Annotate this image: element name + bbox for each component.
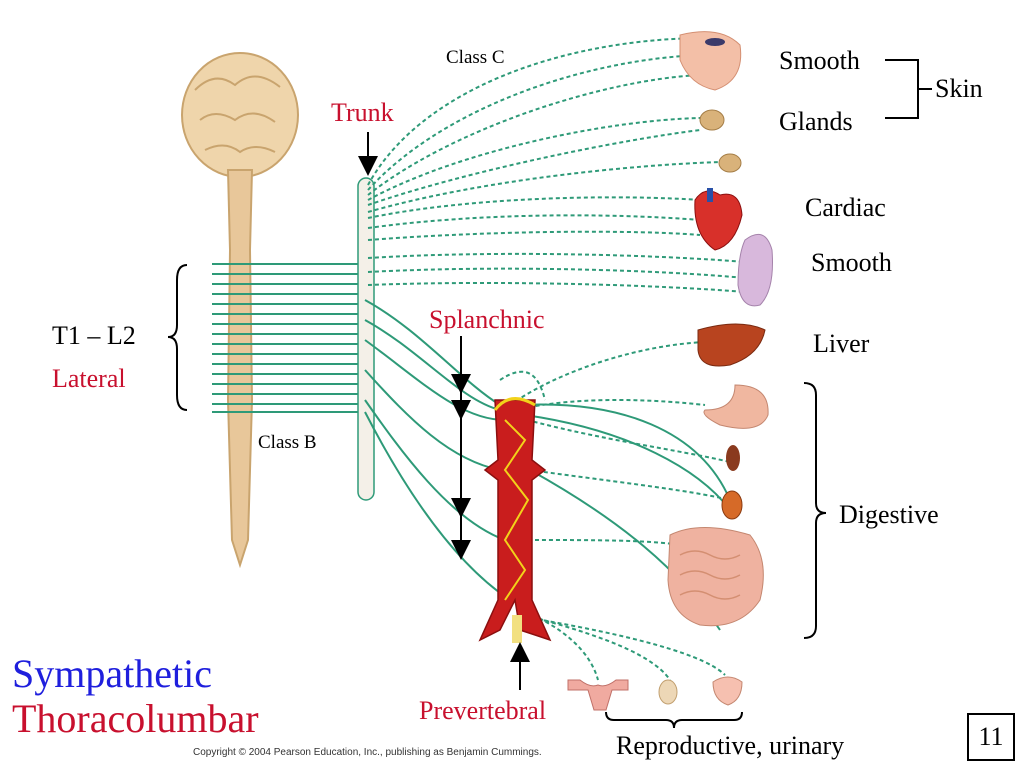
title-thoracolumbar: Thoracolumbar: [12, 696, 259, 741]
sympathetic-chain: [357, 177, 375, 501]
skin-label: Skin: [935, 74, 983, 103]
heart-illustration: [694, 188, 743, 251]
smooth-skin-label: Smooth: [779, 46, 860, 75]
aorta-illustration: [478, 397, 552, 643]
splanchnic-fibers: [364, 299, 511, 601]
title-sympathetic: Sympathetic: [12, 651, 212, 696]
reproductive-urinary-label: Reproductive, urinary: [616, 731, 845, 760]
skin-bracket: [885, 59, 932, 119]
copyright-notice: Copyright © 2004 Pearson Education, Inc.…: [193, 747, 542, 758]
lateral-horn-fibers: [212, 263, 365, 413]
page-number-box: 11: [967, 713, 1015, 761]
eye-nose-illustration: [679, 31, 742, 91]
prevertebral-label: Prevertebral: [419, 696, 547, 725]
glands-label: Glands: [779, 107, 853, 136]
digestive-bracket: [803, 382, 827, 639]
lateral-label: Lateral: [52, 364, 126, 393]
liver-illustration: [697, 323, 766, 367]
digestive-label: Digestive: [839, 500, 939, 529]
spinal-cord: [226, 169, 254, 569]
class-c-fibers: [367, 37, 746, 293]
prostate-illustration: [658, 679, 678, 705]
trunk-label: Trunk: [331, 98, 394, 127]
gland-illustration: [699, 109, 742, 173]
smooth-lung-label: Smooth: [811, 248, 892, 277]
reproductive-bracket: [605, 711, 743, 729]
stomach-illustration: [703, 384, 769, 429]
prevertebral-fibers: [499, 341, 731, 681]
uterus-illustration: [567, 679, 629, 711]
lung-illustration: [737, 233, 773, 307]
page-number: 11: [978, 722, 1004, 751]
liver-label: Liver: [813, 329, 870, 358]
adrenal-kidney-illustration: [721, 490, 743, 520]
spleen-illustration: [726, 445, 740, 471]
splanchnic-label: Splanchnic: [429, 305, 545, 334]
bladder-illustration: [712, 676, 743, 706]
cardiac-label: Cardiac: [805, 193, 886, 222]
lateral-bracket: [167, 264, 188, 411]
class-b-label: Class B: [258, 432, 317, 453]
class-c-label: Class C: [446, 47, 505, 68]
intestines-illustration: [667, 527, 764, 627]
brain-illustration: [181, 52, 299, 178]
t1-l2-label: T1 – L2: [52, 321, 136, 350]
